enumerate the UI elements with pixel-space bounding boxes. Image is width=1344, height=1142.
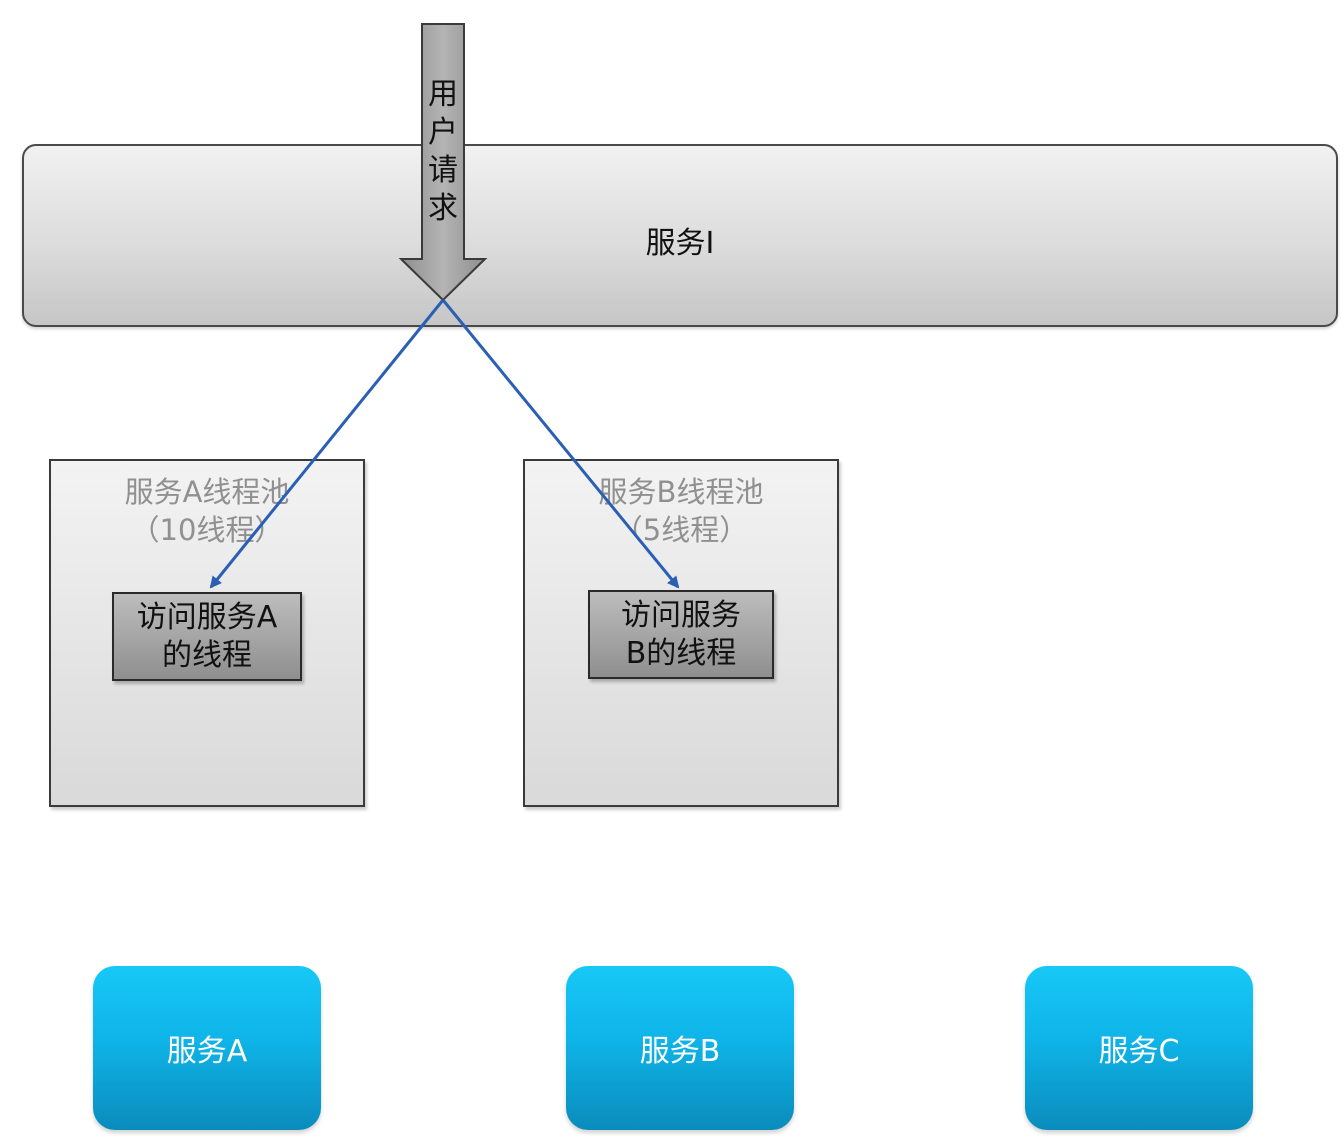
service-i-label: 服务I — [645, 226, 715, 261]
connector-to-pool-a — [209, 299, 445, 589]
user-request-label: 用 户 请 求 — [426, 76, 460, 228]
user-request-char: 请 — [428, 153, 458, 188]
service-a-thread-line1: 访问服务A — [136, 599, 278, 635]
service-c-node: 服务C — [1025, 966, 1253, 1130]
service-b-node: 服务B — [566, 966, 794, 1130]
service-i-bar: 服务I — [22, 144, 1338, 327]
service-b-pool-title-line1: 服务B线程池 — [598, 475, 764, 509]
service-b-pool-title-line2: （5线程） — [613, 513, 749, 547]
connector-to-pool-b — [441, 299, 680, 589]
user-request-char: 户 — [428, 115, 458, 150]
service-b-thread-line1: 访问服务 — [621, 597, 741, 633]
service-a-pool-title: 服务A线程池 （10线程） — [51, 473, 363, 549]
user-request-char: 用 — [428, 77, 458, 112]
service-b-pool-title: 服务B线程池 （5线程） — [525, 473, 837, 549]
service-a-node: 服务A — [93, 966, 321, 1130]
service-a-pool-title-line1: 服务A线程池 — [124, 475, 290, 509]
service-a-thread-line2: 的线程 — [162, 637, 252, 673]
service-b-thread-pool: 服务B线程池 （5线程） — [523, 459, 839, 807]
service-b-thread-line2: B的线程 — [625, 635, 737, 671]
service-a-thread: 访问服务A 的线程 — [112, 592, 302, 681]
service-b-thread: 访问服务 B的线程 — [588, 590, 774, 679]
user-request-char: 求 — [428, 191, 458, 226]
user-request-arrow — [398, 23, 488, 302]
